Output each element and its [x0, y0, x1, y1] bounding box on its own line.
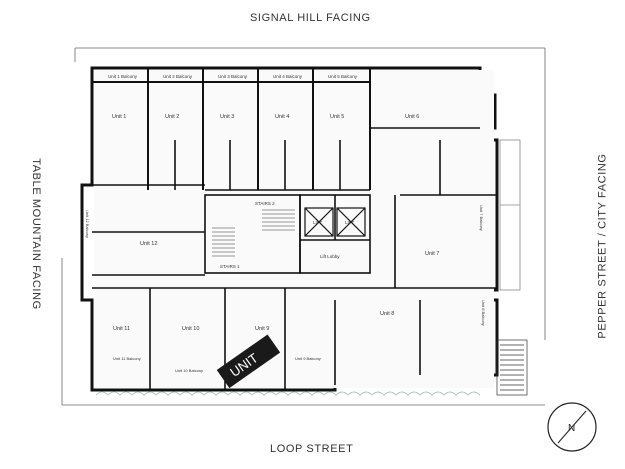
top-balconies	[92, 68, 371, 190]
balcony-label: Unit 4 Balcony	[273, 74, 303, 79]
site-boundary	[61, 47, 546, 406]
core-labels: STAIRS 2 STAIRS 1 LIFT LIFT Lift Lobby	[220, 201, 355, 269]
balcony-label: Unit 2 Balcony	[163, 74, 193, 79]
unit-label: Unit 3	[220, 114, 234, 120]
stairs-1-label: STAIRS 1	[220, 264, 240, 269]
balcony-label: Unit 11 Balcony	[113, 356, 141, 361]
unit-label-9: Unit 9	[255, 326, 269, 332]
balcony-label: Unit 3 Balcony	[218, 74, 248, 79]
balcony-label: Unit 5 Balcony	[328, 74, 358, 79]
facing-top: SIGNAL HILL FACING	[250, 12, 371, 24]
external-stair	[496, 339, 528, 396]
lifts	[304, 207, 366, 237]
unit-label: Unit 2	[165, 114, 179, 120]
unit-label-7: Unit 7	[425, 251, 439, 257]
terrace-strip	[499, 139, 521, 291]
unit-label-6: Unit 6	[405, 114, 419, 120]
unit-label: Unit 5	[330, 114, 344, 120]
slab	[94, 70, 494, 388]
unit-label-10: Unit 10	[182, 326, 199, 332]
unit-label: Unit 1	[112, 114, 126, 120]
compass-icon: N	[547, 402, 597, 452]
unit-label-11: Unit 11	[113, 326, 130, 332]
lift-lobby-label: Lift Lobby	[320, 254, 340, 259]
balcony-label: Unit 10 Balcony	[175, 368, 203, 373]
balcony-label: Unit 1 Balcony	[108, 74, 138, 79]
balcony-label: Unit 7 Balcony	[479, 205, 484, 231]
stairs-hatching	[212, 209, 295, 257]
unit-label-8: Unit 8	[380, 311, 394, 317]
balcony-label: Unit 8 Balcony	[481, 300, 486, 326]
small-balcony-labels: Unit 11 Balcony Unit 10 Balcony Unit 9 B…	[85, 205, 486, 373]
balcony-label: Unit 9 Balcony	[295, 356, 321, 361]
lift-1-label: LIFT	[313, 220, 323, 225]
lift-2-label: LIFT	[345, 220, 355, 225]
balcony-label-group: Unit 1 Balcony Unit 2 Balcony Unit 3 Bal…	[108, 74, 358, 79]
unit-label-12: Unit 12	[140, 241, 157, 247]
balcony-label: Unit 12 Balcony	[85, 210, 90, 238]
compass-letter: N	[568, 423, 575, 434]
interior-walls	[92, 127, 497, 390]
facing-bottom: LOOP STREET	[270, 443, 354, 455]
stairs-2-label: STAIRS 2	[255, 201, 275, 206]
unit-label-group: Unit 6 Unit 7 Unit 8 Unit 9 Unit 10 Unit…	[113, 114, 439, 332]
unit-label: Unit 4	[275, 114, 289, 120]
landscaping	[95, 391, 481, 396]
top-unit-label-group: Unit 1 Unit 2 Unit 3 Unit 4 Unit 5	[112, 114, 344, 120]
